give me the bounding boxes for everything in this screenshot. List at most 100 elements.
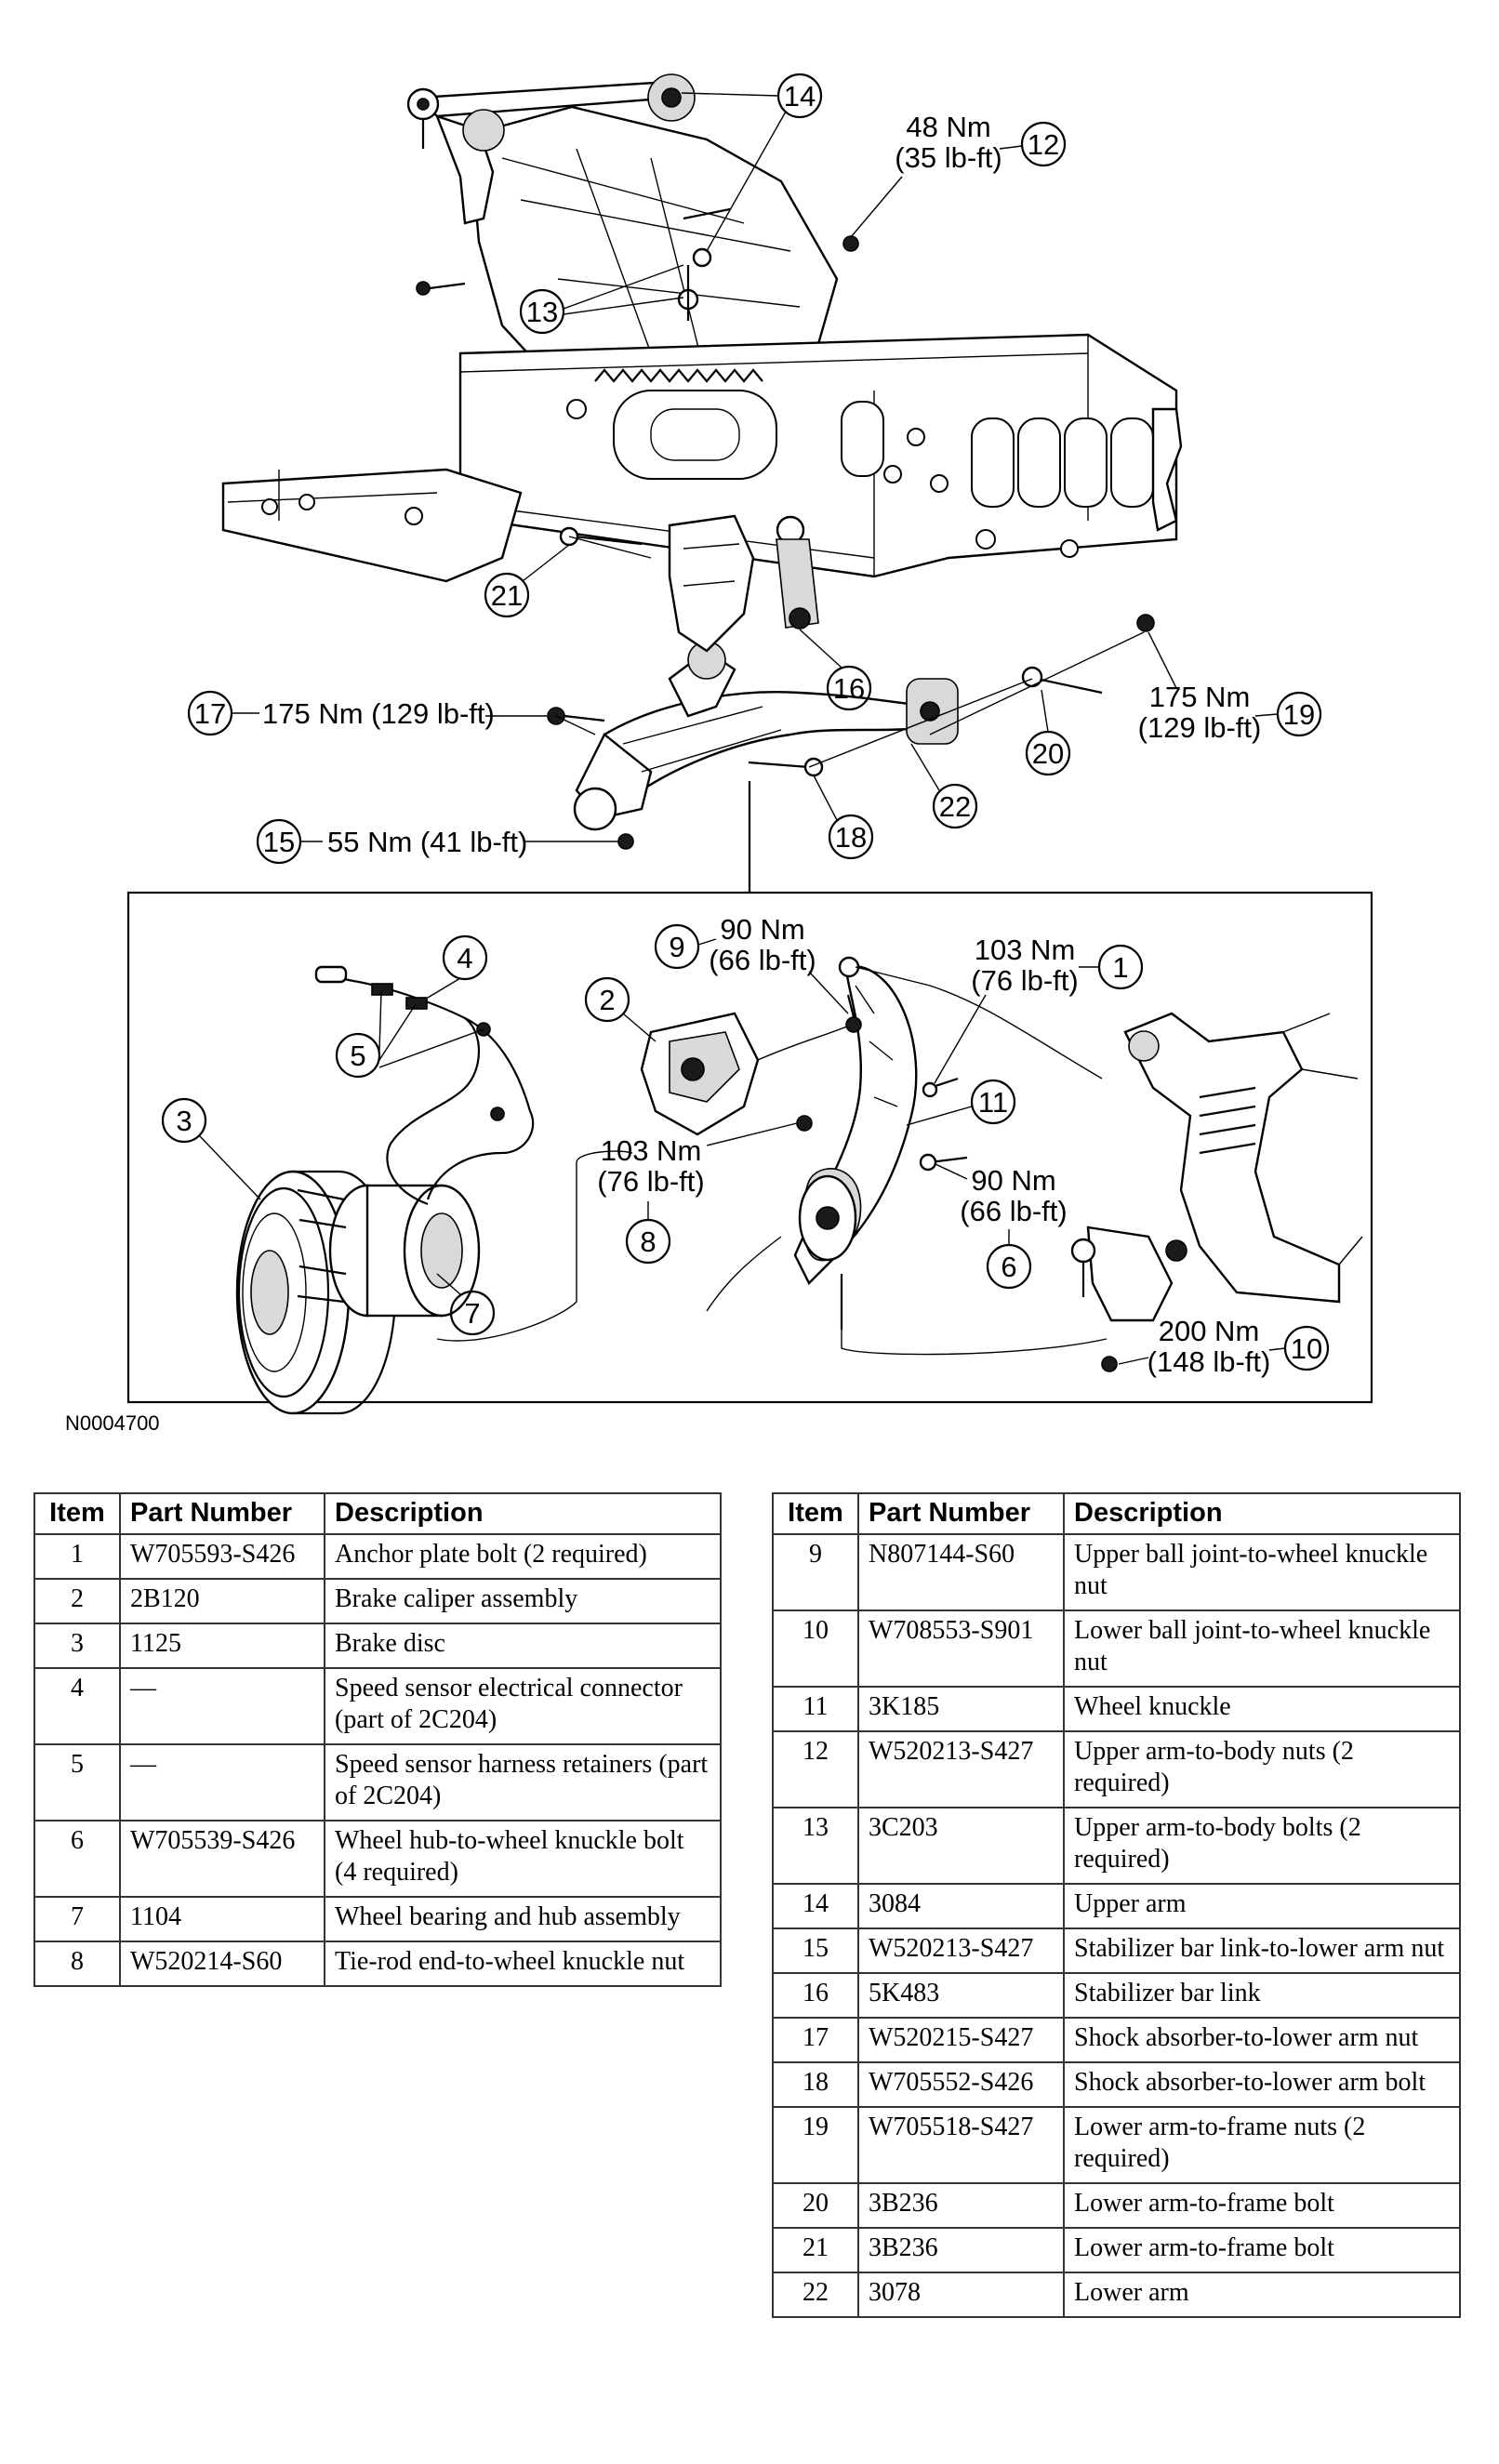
svg-text:1: 1: [1112, 951, 1128, 984]
cell-part-number: W705552-S426: [857, 2061, 1065, 2108]
cell-part-number: W520213-S427: [857, 1730, 1065, 1808]
cell-item: 13: [772, 1807, 859, 1885]
svg-text:2: 2: [599, 984, 615, 1016]
cell-item: 22: [772, 2272, 859, 2318]
header-item: Item: [33, 1492, 121, 1535]
header-item: Item: [772, 1492, 859, 1535]
callout-19: 19 175 Nm (129 lb-ft): [1138, 631, 1322, 744]
lower-fasteners: [547, 526, 1155, 850]
svg-text:(66 lb-ft): (66 lb-ft): [709, 944, 816, 976]
svg-text:3: 3: [176, 1105, 192, 1137]
cell-item: 7: [33, 1896, 121, 1942]
cell-description: Brake disc: [324, 1623, 722, 1669]
svg-text:11: 11: [978, 1086, 1008, 1119]
callout-14: 14: [681, 73, 823, 252]
wheel-knuckle-part: [706, 956, 918, 1330]
svg-text:5: 5: [350, 1040, 365, 1072]
callout-17: 17 175 Nm (129 lb-ft): [187, 690, 547, 736]
header-description: Description: [1063, 1492, 1461, 1535]
cell-description: Wheel hub-to-wheel knuckle bolt (4 requi…: [324, 1820, 722, 1898]
cell-part-number: W705518-S427: [857, 2106, 1065, 2184]
cell-description: Upper arm: [1063, 1883, 1461, 1929]
table-header-row: Item Part Number Description: [33, 1492, 722, 1535]
cell-item: 16: [772, 1972, 859, 2019]
svg-text:8: 8: [640, 1225, 656, 1258]
cell-description: Stabilizer bar link-to-lower arm nut: [1063, 1927, 1461, 1974]
cell-item: 9: [772, 1533, 859, 1611]
header-part-number: Part Number: [119, 1492, 325, 1535]
cell-description: Speed sensor electrical connector (part …: [324, 1667, 722, 1745]
detail-frame: [126, 891, 1373, 1404]
cell-item: 21: [772, 2227, 859, 2273]
cell-part-number: 3C203: [857, 1807, 1065, 1885]
callout-11: 11: [906, 1079, 1016, 1126]
cell-description: Upper ball joint-to-wheel knuckle nut: [1063, 1533, 1461, 1611]
callout-2: 2: [584, 976, 657, 1042]
cell-item: 6: [33, 1820, 121, 1898]
cell-part-number: W705539-S426: [119, 1820, 325, 1898]
svg-text:6: 6: [1001, 1251, 1016, 1283]
cell-description: Wheel knuckle: [1063, 1686, 1461, 1732]
upper-arm-part: [406, 73, 696, 225]
cell-item: 4: [33, 1667, 121, 1745]
svg-text:12: 12: [1028, 128, 1059, 161]
table-header-row: Item Part Number Description: [772, 1492, 1461, 1535]
callout-10: 10 200 Nm (148 lb-ft): [1118, 1315, 1330, 1378]
cell-item: 17: [772, 2017, 859, 2063]
cell-part-number: W708553-S901: [857, 1610, 1065, 1688]
svg-text:(129 lb-ft): (129 lb-ft): [1138, 711, 1262, 744]
cell-description: Upper arm-to-body nuts (2 required): [1063, 1730, 1461, 1808]
cell-part-number: 1125: [119, 1623, 325, 1669]
cell-description: Tie-rod end-to-wheel knuckle nut: [324, 1941, 722, 1987]
cell-part-number: 3K185: [857, 1686, 1065, 1732]
svg-text:9: 9: [669, 931, 684, 963]
cell-item: 18: [772, 2061, 859, 2108]
callout-13: 13: [519, 264, 684, 335]
cell-item: 12: [772, 1730, 859, 1808]
svg-text:175 Nm (129 lb-ft): 175 Nm (129 lb-ft): [262, 697, 495, 730]
callout-4: 4: [427, 934, 488, 999]
svg-text:48 Nm: 48 Nm: [906, 111, 990, 143]
cell-description: Shock absorber-to-lower arm nut: [1063, 2017, 1461, 2063]
cell-description: Wheel bearing and hub assembly: [324, 1896, 722, 1942]
cell-description: Lower arm-to-frame bolt: [1063, 2182, 1461, 2229]
cell-part-number: W520214-S60: [119, 1941, 325, 1987]
cell-part-number: —: [119, 1743, 325, 1822]
cell-item: 5: [33, 1743, 121, 1822]
frame-assembly: [221, 105, 1183, 583]
svg-text:90 Nm: 90 Nm: [971, 1164, 1055, 1197]
cell-part-number: 3B236: [857, 2227, 1065, 2273]
cell-item: 1: [33, 1533, 121, 1580]
speed-sensor-harness: [314, 965, 535, 1206]
callout-18: 18: [813, 775, 874, 860]
svg-text:(148 lb-ft): (148 lb-ft): [1147, 1345, 1271, 1378]
svg-text:15: 15: [263, 826, 295, 858]
callout-6: 6 90 Nm (66 lb-ft): [935, 1163, 1068, 1290]
callout-20: 20: [1025, 689, 1071, 776]
callout-3: 3: [161, 1097, 261, 1200]
svg-text:(35 lb-ft): (35 lb-ft): [895, 141, 1002, 174]
cell-description: Stabilizer bar link: [1063, 1972, 1461, 2019]
svg-text:22: 22: [939, 790, 971, 823]
cell-part-number: W705593-S426: [119, 1533, 325, 1580]
callout-1: 1 103 Nm (76 lb-ft): [934, 934, 1144, 1084]
svg-text:17: 17: [194, 697, 226, 730]
suspension-exploded-diagram: 14 12 48 Nm (35 lb-ft) 13 21 16 17 175 N…: [65, 73, 1373, 1435]
cell-part-number: W520213-S427: [857, 1927, 1065, 1974]
cell-item: 2: [33, 1578, 121, 1624]
cell-description: Lower arm-to-frame bolt: [1063, 2227, 1461, 2273]
detail-fasteners: [436, 966, 1118, 1372]
